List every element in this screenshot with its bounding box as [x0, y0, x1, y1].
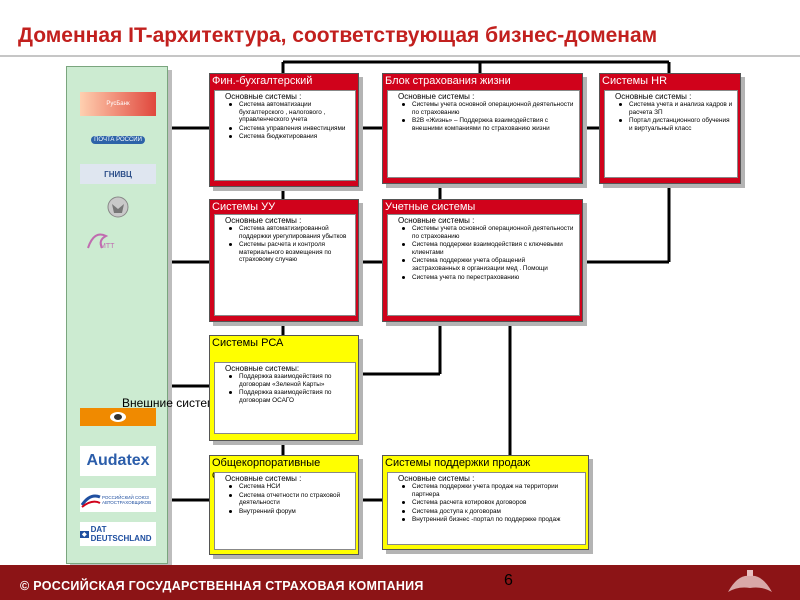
box-inner: Основные системы: Поддержка взаимодейств… — [214, 362, 356, 434]
box-accounting-systems: Учетные системы Основные системы : Систе… — [382, 199, 583, 322]
system-list: Система поддержки учета продаж на террит… — [388, 483, 585, 525]
list-item: Поддержка взаимодействия по договорам «З… — [229, 373, 351, 388]
systems-heading: Основные системы : — [398, 216, 475, 225]
pochta-rossii-logo: ПОЧТА РОССИИ — [80, 133, 156, 147]
list-item: Система управления инвестициями — [229, 125, 351, 133]
box-rsa-systems: Системы РСА Основные системы: Поддержка … — [209, 335, 359, 441]
list-item: Система бюджетирования — [229, 133, 351, 141]
double-headed-eagle-icon — [107, 196, 129, 218]
rusbank-logo: РусБанк — [80, 92, 156, 116]
box-sales-support: Системы поддержки продаж Основные систем… — [382, 455, 589, 550]
audatex-logo: Audatex — [80, 446, 156, 476]
systems-heading: Основные системы: — [225, 364, 300, 373]
company-emblem-icon — [718, 566, 782, 598]
footer-bar: © РОССИЙСКАЯ ГОСУДАРСТВЕННАЯ СТРАХОВАЯ К… — [0, 565, 800, 600]
list-item: Система поддержки учета обращений застра… — [402, 257, 575, 272]
list-item: B2B «Жизнь» – Поддержка взаимодействия с… — [402, 117, 575, 132]
system-list: Система учета и анализа кадров и расчета… — [605, 101, 737, 133]
box-inner: Основные системы : Система поддержки уче… — [387, 472, 586, 545]
partner-mark-icon — [110, 412, 126, 422]
emblem-logo — [80, 194, 156, 220]
list-item: Система НСИ — [229, 483, 351, 491]
mtt-logo: МТТ — [80, 228, 156, 252]
system-list: Система автоматизации бухгалтерского , н… — [215, 101, 355, 142]
list-item: Система отчетности по страховой деятельн… — [229, 492, 351, 507]
list-item: Система учета и анализа кадров и расчета… — [619, 101, 733, 116]
box-inner: Основные системы : Системы учета основно… — [387, 214, 580, 316]
box-corporate-systems: Общекорпоративные системы Основные систе… — [209, 455, 359, 555]
systems-heading: Основные системы : — [615, 92, 692, 101]
title-divider — [0, 55, 800, 57]
box-title: Системы УУ — [212, 201, 276, 213]
systems-heading: Основные системы : — [225, 216, 302, 225]
external-systems-panel — [66, 66, 168, 564]
system-list: Системы учета основной операционной деят… — [388, 101, 579, 133]
dat-logo: ◆ DAT DEUTSCHLAND — [80, 522, 156, 546]
list-item: Система поддержки учета продаж на террит… — [402, 483, 581, 498]
box-fin-accounting: Фин.-бухгалтерский Основные системы : Си… — [209, 73, 359, 187]
box-title: Блок страхования жизни — [385, 75, 511, 87]
systems-heading: Основные системы : — [225, 92, 302, 101]
list-item: Системы учета основной операционной деят… — [402, 225, 574, 240]
list-item: Портал дистанционного обучения и виртуал… — [619, 117, 733, 132]
system-list: Система автоматизированной поддержки уре… — [215, 225, 355, 265]
systems-heading: Основные системы : — [398, 474, 475, 483]
rsa-swoosh-icon — [80, 494, 101, 508]
page-title: Доменная IT-архитектура, соответствующая… — [18, 24, 658, 47]
list-item: Система учета по перестрахованию — [402, 274, 575, 282]
box-title: Системы поддержки продаж — [385, 457, 531, 469]
box-inner: Основные системы : Система автоматизиров… — [214, 214, 356, 316]
box-title: Фин.-бухгалтерский — [212, 75, 313, 87]
list-item: Система поддержки взаимодействия с ключе… — [402, 241, 575, 256]
box-inner: Основные системы : Система НСИ Система о… — [214, 472, 356, 550]
systems-heading: Основные системы : — [225, 474, 302, 483]
list-item: Система расчета котировок договоров — [402, 499, 581, 507]
system-list: Система НСИ Система отчетности по страхо… — [215, 483, 355, 516]
list-item: Системы учета основной операционной деят… — [402, 101, 574, 116]
box-uu-systems: Системы УУ Основные системы : Система ав… — [209, 199, 359, 322]
mtt-swirl-icon — [87, 233, 109, 249]
box-title: Учетные системы — [385, 201, 476, 213]
list-item: Системы расчета и контроля материального… — [229, 241, 351, 264]
box-life-insurance: Блок страхования жизни Основные системы … — [382, 73, 583, 184]
page-number: 6 — [504, 572, 513, 589]
company-name: © РОССИЙСКАЯ ГОСУДАРСТВЕННАЯ СТРАХОВАЯ К… — [20, 579, 424, 593]
list-item: Система автоматизации бухгалтерского , н… — [229, 101, 351, 124]
list-item: Внутренний форум — [229, 508, 351, 516]
list-item: Внутренний бизнес -портал по поддержке п… — [402, 516, 581, 524]
systems-heading: Основные системы : — [398, 92, 475, 101]
external-systems-label: Внешние системы — [122, 396, 224, 410]
list-item: Система доступа к договорам — [402, 508, 581, 516]
list-item: Система автоматизированной поддержки уре… — [229, 225, 351, 240]
system-list: Поддержка взаимодействия по договорам «З… — [215, 373, 355, 405]
partner-logo — [80, 408, 156, 426]
box-hr-systems: Системы HR Основные системы : Система уч… — [599, 73, 741, 184]
box-inner: Основные системы : Системы учета основно… — [387, 90, 580, 178]
list-item: Поддержка взаимодействия по договорам ОС… — [229, 389, 351, 404]
box-inner: Основные системы : Система учета и анали… — [604, 90, 738, 178]
gnivc-logo: ГНИВЦ — [80, 164, 156, 184]
box-inner: Основные системы : Система автоматизации… — [214, 90, 356, 181]
box-title: Системы РСА — [212, 337, 284, 349]
rsa-logo: РОССИЙСКИЙ СОЮЗ АВТОСТРАХОВЩИКОВ — [80, 488, 156, 512]
system-list: Системы учета основной операционной деят… — [388, 225, 579, 282]
box-title: Системы HR — [602, 75, 668, 87]
